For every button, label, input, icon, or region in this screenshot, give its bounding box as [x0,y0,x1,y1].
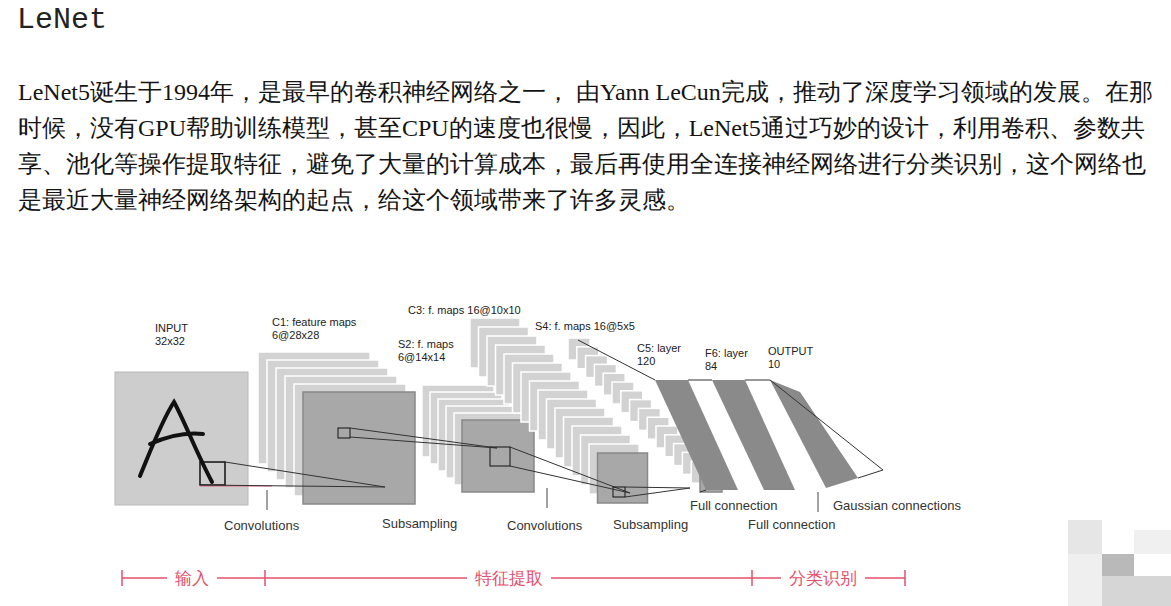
label-wrap: LeNet5诞生于1994年，是最早的卷积神经网络之一， 由Yann LeCun… [18,74,1163,218]
fan-line [770,380,883,470]
receptive-field [200,462,225,485]
title-wrap: LeNet [17,3,107,37]
layer-connection [745,380,770,381]
label-wrap: Convolutions [507,518,582,533]
bracket-tick [121,570,123,586]
layer-connection [510,466,630,493]
receptive-field [338,428,350,438]
operation-label: Full connection [690,498,777,513]
operation-label: Full connection [748,517,835,532]
stage-label: 输入 [167,567,217,589]
operation-label: Gaussian connections [833,498,961,513]
label-wrap: Subsampling [382,516,457,531]
label-wrap: 特征提取 [467,567,551,589]
fan-line [858,470,883,478]
layer-heading: INPUT 32x32 [155,322,207,348]
operation-label: Convolutions [507,518,582,533]
letter-a [140,402,212,482]
feature-map [462,420,534,492]
tick [547,488,548,508]
blurred-watermark [1068,520,1171,606]
layer-connection [200,485,385,487]
layer-block: F6: layer 84 [705,347,805,492]
layer-heading: C5: layer 120 [637,342,693,368]
slide-title: LeNet [17,3,107,37]
bracket-tick [264,570,266,586]
projection-line [225,462,385,487]
stripe [770,380,858,488]
layer-heading: OUTPUT 10 [768,345,822,371]
layer-heading: S4: f. maps 16@5x5 [535,320,635,333]
section-ticks [267,488,818,512]
layer-heading: C3: f. maps 16@10x10 [408,304,521,317]
label-wrap: Full connection [690,498,777,513]
layer-heading: C1: feature maps 6@28x28 [272,316,376,342]
operation-label: Subsampling [382,516,457,531]
tick [818,492,819,512]
blur-block [1068,520,1102,554]
layer-connection [688,380,712,381]
label-wrap: 分类识别 [781,567,865,589]
layer-heading: S2: f. maps 6@14x14 [398,338,468,364]
blur-block [1134,530,1171,554]
fan-line [700,490,706,492]
stage-label: 特征提取 [467,567,551,589]
receptive-field [613,487,625,497]
label-wrap: Convolutions [224,518,299,533]
projection-line [350,428,497,448]
projection-line [625,487,690,488]
feature-map [598,453,648,503]
layer-connection [625,488,690,497]
label-wrap: 输入 [167,567,217,589]
full-connection-stripes [655,380,858,490]
layer-block: C1: feature maps 6@28x28 [258,316,418,514]
layer-block: C5: layer 120 [637,342,747,492]
layer-block: S4: f. maps 16@5x5 [535,316,725,496]
layer-heading: F6: layer 84 [705,347,761,373]
label-wrap: Subsampling [613,517,688,532]
layer-connection [350,437,497,448]
stage-label: 分类识别 [781,567,865,589]
blur-block [1102,576,1171,606]
letter-a-bar [150,433,203,444]
operation-label: Subsampling [613,517,688,532]
label-wrap: Full connection [748,517,835,532]
blur-block [1102,554,1134,576]
layer-block: S2: f. maps 6@14x14 [398,338,538,494]
layer-block: INPUT 32x32 [115,322,250,507]
label-wrap: Gaussian connections [833,498,961,513]
bracket-tick [904,570,906,586]
bracket-tick [751,570,753,586]
operation-label: Convolutions [224,518,299,533]
tick [267,490,268,510]
blur-block [1068,554,1102,606]
projection-line [510,447,630,493]
receptive-field [490,447,510,466]
intro-paragraph: LeNet5诞生于1994年，是最早的卷积神经网络之一， 由Yann LeCun… [18,74,1163,218]
receptive-field-marks [200,380,883,497]
feature-map-stacks [258,318,722,504]
layer-block: OUTPUT 10 [768,345,888,490]
